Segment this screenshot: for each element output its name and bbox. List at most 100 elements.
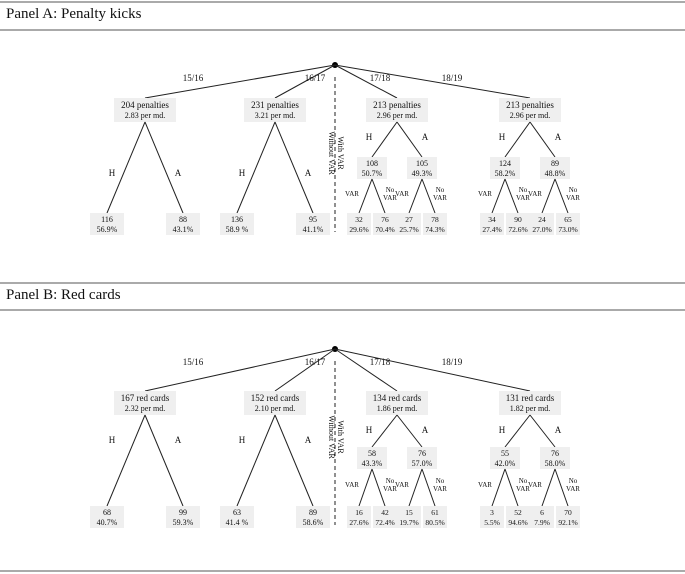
away-var-leaf-pct-b: 19.7% [399, 518, 418, 527]
home-novar-label-a: VAR [516, 194, 530, 202]
season-label-a: 15/16 [183, 73, 204, 83]
home-var-label-a: VAR [478, 190, 492, 198]
away-var-leaf-box-a [397, 213, 421, 235]
season-per-md-a: 2.96 per md. [377, 111, 417, 120]
home-novar-leaf-pct-a: 72.6% [508, 225, 527, 234]
away-var-leaf-pct-a: 25.7% [399, 225, 418, 234]
season-label-b: 16/17 [305, 357, 326, 367]
home-novar-label-b: VAR [383, 485, 397, 493]
season-branch-17-18-a [334, 64, 398, 99]
home-var-label-b: VAR [345, 481, 359, 489]
away-novar-leaf-box-b [423, 506, 447, 528]
home-label-b: H [366, 425, 373, 435]
away-novar-leaf-count-a: 78 [431, 215, 439, 224]
home-mid-box-a [490, 157, 520, 179]
away-novar-leaf-count-b: 70 [564, 508, 572, 517]
away-var-leaf-count-b: 15 [405, 508, 413, 517]
season-box-a [366, 98, 428, 122]
home-mid-count-a: 108 [366, 159, 378, 168]
away-var-label-b: VAR [528, 481, 542, 489]
away-novar-branch-b [421, 468, 436, 507]
away-mid-pct-a: 49.3% [412, 169, 433, 178]
home-novar-leaf-box-b [506, 506, 530, 528]
home-mid-pct-b: 42.0% [495, 459, 516, 468]
away-label-b: A [175, 435, 182, 445]
home-branch-b [371, 414, 398, 448]
home-mid-pct-b: 43.3% [362, 459, 383, 468]
season-branch-18-19-b [334, 348, 531, 392]
season-label-b: 15/16 [183, 357, 204, 367]
away-leaf-box-a [166, 213, 200, 235]
away-novar-label-b: VAR [566, 485, 580, 493]
season-total-a: 204 penalties [121, 100, 169, 110]
home-leaf-box-a [90, 213, 124, 235]
home-novar-leaf-box-b [373, 506, 397, 528]
away-branch-a [529, 121, 556, 158]
season-label-a: 17/18 [370, 73, 391, 83]
home-novar-label-a: VAR [383, 194, 397, 202]
home-novar-leaf-count-b: 42 [381, 508, 389, 517]
home-var-leaf-count-b: 16 [355, 508, 363, 517]
away-novar-branch-b [554, 468, 569, 507]
home-leaf-box-a [220, 213, 254, 235]
season-per-md-a: 2.83 per md. [125, 111, 165, 120]
home-novar-leaf-pct-b: 72.4% [375, 518, 394, 527]
away-leaf-pct-b: 58.6% [303, 518, 324, 527]
home-novar-branch-b [371, 468, 386, 507]
season-total-b: 152 red cards [251, 393, 300, 403]
home-leaf-count-a: 116 [101, 215, 113, 224]
home-novar-leaf-count-b: 52 [514, 508, 522, 517]
home-mid-count-a: 124 [499, 159, 511, 168]
home-var-branch-b [358, 468, 373, 507]
home-label-b: H [239, 435, 246, 445]
home-novar-leaf-box-a [373, 213, 397, 235]
home-var-leaf-box-a [347, 213, 371, 235]
away-leaf-pct-a: 43.1% [173, 225, 194, 234]
away-mid-count-a: 105 [416, 159, 428, 168]
home-var-leaf-pct-a: 29.6% [349, 225, 368, 234]
home-label-b: H [499, 425, 506, 435]
away-var-leaf-count-a: 27 [405, 215, 413, 224]
season-branch-16-17-a [274, 64, 336, 99]
away-label-b: A [422, 425, 429, 435]
without-var-label-a: Without VAR [327, 131, 336, 175]
away-var-leaf-count-a: 24 [538, 215, 546, 224]
home-leaf-pct-b: 41.4 % [226, 518, 249, 527]
away-leaf-pct-a: 41.1% [303, 225, 324, 234]
home-novar-label-a: No [519, 186, 528, 194]
home-var-leaf-box-a [480, 213, 504, 235]
away-novar-leaf-box-a [556, 213, 580, 235]
away-mid-count-b: 76 [551, 449, 559, 458]
away-novar-leaf-pct-a: 74.3% [425, 225, 444, 234]
home-novar-label-b: VAR [516, 485, 530, 493]
season-per-md-b: 1.82 per md. [510, 404, 550, 413]
season-per-md-b: 1.86 per md. [377, 404, 417, 413]
away-leaf-box-a [296, 213, 330, 235]
season-box-b [499, 391, 561, 415]
away-novar-leaf-box-b [556, 506, 580, 528]
away-var-branch-b [408, 468, 423, 507]
away-var-leaf-count-b: 6 [540, 508, 544, 517]
home-var-leaf-pct-b: 27.6% [349, 518, 368, 527]
home-branch-b [504, 414, 531, 448]
season-branch-15-16-b [144, 348, 336, 392]
away-var-leaf-box-b [397, 506, 421, 528]
season-label-b: 17/18 [370, 357, 391, 367]
season-branch-17-18-b [334, 348, 398, 392]
season-box-a [114, 98, 176, 122]
season-per-md-a: 3.21 per md. [255, 111, 295, 120]
away-mid-pct-a: 48.8% [545, 169, 566, 178]
away-var-label-a: VAR [395, 190, 409, 198]
away-branch-a [274, 121, 314, 214]
home-novar-label-b: No [386, 477, 395, 485]
season-total-b: 134 red cards [373, 393, 422, 403]
home-label-a: H [499, 132, 506, 142]
away-novar-leaf-box-a [423, 213, 447, 235]
away-novar-branch-a [421, 178, 436, 214]
away-branch-b [396, 414, 423, 448]
away-mid-pct-b: 57.0% [412, 459, 433, 468]
away-branch-a [396, 121, 423, 158]
home-var-leaf-pct-b: 5.5% [484, 518, 500, 527]
home-leaf-count-b: 63 [233, 508, 241, 517]
home-label-a: H [366, 132, 373, 142]
